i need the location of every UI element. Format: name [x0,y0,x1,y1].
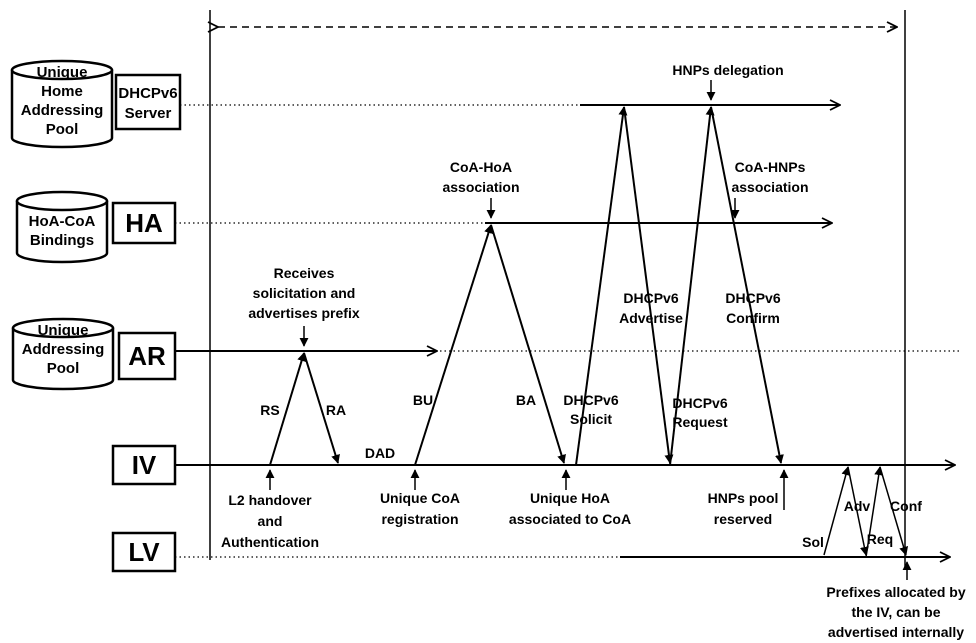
dad-label: DAD [365,445,395,461]
dhcpv6-request-arrow [669,106,715,466]
adv-arrow [847,466,869,556]
rs-arrow [269,352,306,466]
ha-box [111,201,177,245]
sol-arrow [823,466,851,556]
dhcpv6-confirm-arrow [710,106,784,464]
bu-label: BU [413,392,433,408]
lv-box [111,531,177,573]
ha-label: HA [125,208,163,238]
dhcpv6-solicit-arrow [575,106,628,466]
conf-arrow [879,466,909,556]
lv-label: LV [128,537,160,567]
ar-box [117,331,177,381]
dhcpv6-advertise-arrow [623,106,674,464]
iv-label: IV [132,450,157,480]
sol-label: Sol [802,534,824,550]
adv-label: Adv [844,498,871,514]
bu-arrow [414,224,493,466]
req-label: Req [867,531,893,547]
hnps-delegation-label: HNPs delegation [672,62,783,78]
iv-box [111,444,177,486]
ba-arrow [490,224,566,464]
ra-arrow [303,352,340,464]
ra-label: RA [326,402,346,418]
dhcpv6-server-box [114,73,182,131]
ar-label: AR [128,341,166,371]
req-arrow [865,466,884,558]
ba-label: BA [516,392,536,408]
rs-label: RS [260,402,279,418]
conf-label: Conf [890,498,922,514]
